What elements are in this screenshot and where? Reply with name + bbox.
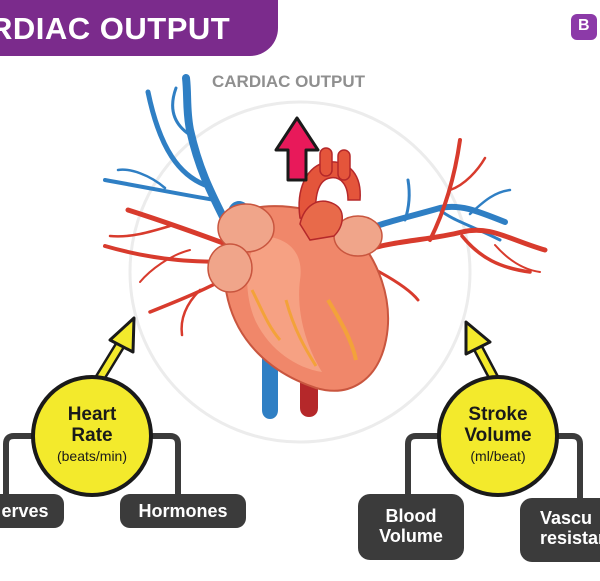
nerves-pill: erves (0, 494, 64, 528)
stroke-volume-unit: (ml/beat) (470, 448, 526, 464)
title-banner: RDIAC OUTPUT (0, 0, 278, 56)
blood-volume-line2: Volume (379, 526, 443, 546)
stroke-volume-circle (437, 375, 559, 497)
heart-illustration (207, 147, 390, 392)
stroke-volume-right-connector (551, 433, 583, 503)
heart-rate-arrow-icon (94, 316, 136, 384)
stroke-volume-label: Stroke Volume (ml/beat) (446, 404, 550, 466)
stroke-volume-title-line2: Volume (464, 425, 532, 446)
brand-logo-icon: B (571, 14, 597, 40)
left-vein-tree (103, 74, 236, 239)
heart-rate-label: Heart Rate (beats/min) (40, 404, 144, 466)
nerves-label: erves (1, 501, 49, 521)
hormones-label: Hormones (138, 501, 228, 521)
increase-arrow-icon (274, 116, 320, 182)
stroke-volume-arrow-icon (464, 320, 503, 390)
heart-rate-title-line2: Rate (71, 425, 113, 446)
heart-rate-circle (31, 375, 153, 497)
logo-letter: B (578, 17, 590, 34)
heart-rate-unit: (beats/min) (56, 448, 128, 464)
blood-volume-line1: Blood (385, 506, 437, 526)
heart-rate-right-connector (145, 433, 181, 497)
stroke-volume-left-connector (405, 433, 445, 497)
heart-rate-left-connector (3, 433, 39, 497)
right-artery-tree (362, 138, 548, 302)
stroke-volume-title-line1: Stroke (468, 404, 528, 425)
vascular-resistance-pill: Vascu resistan (520, 498, 600, 562)
vascular-line2: resistan (540, 528, 600, 548)
banner-title: RDIAC OUTPUT (0, 11, 231, 46)
cardiac-output-label: CARDIAC OUTPUT (212, 72, 365, 91)
blood-volume-pill: Blood Volume (358, 494, 464, 560)
heart-rate-title-line1: Heart (67, 404, 117, 425)
hormones-pill: Hormones (120, 494, 246, 528)
vascular-line1: Vascu (540, 508, 593, 528)
